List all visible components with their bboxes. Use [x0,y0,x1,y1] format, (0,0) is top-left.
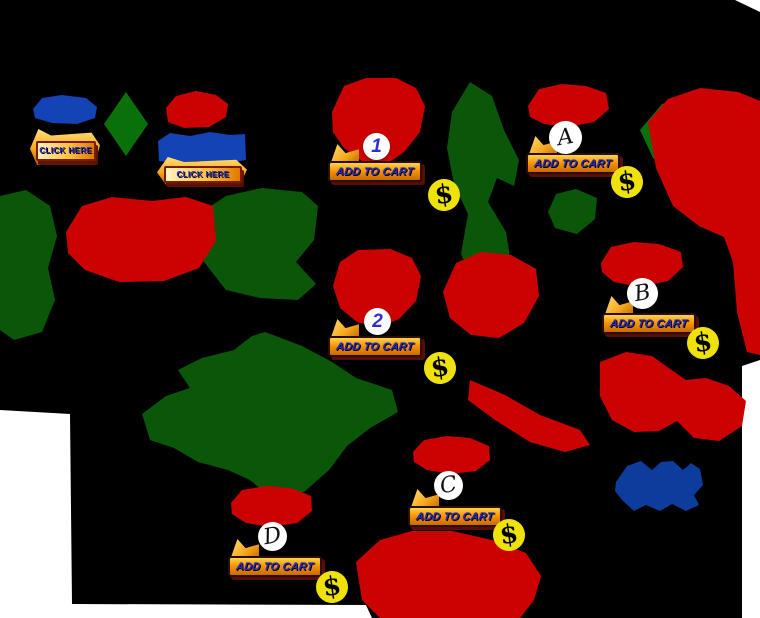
click-here-button-1[interactable]: CLICK HERE [30,129,100,165]
add-to-cart-label: ADD TO CART [609,317,689,330]
add-to-cart-label: ADD TO CART [335,165,415,178]
blue-product1-blob [33,95,97,124]
add-to-cart-label: ADD TO CART [533,157,613,170]
red-below-b-blob [600,352,746,441]
red-cluster2-blob [333,249,421,328]
green-center-left-blob [194,188,318,300]
green-small-center-blob [548,189,597,234]
add-to-cart-button-c[interactable]: ADD TO CART [408,488,506,528]
red-cluster1-blob [332,78,425,166]
click-here-label: CLICK HERE [39,146,93,156]
red-diagonal-band-blob [468,380,590,452]
green-big-lower-blob [142,332,398,497]
add-to-cart-button-d[interactable]: ADD TO CART [228,538,326,578]
add-to-cart-button-2[interactable]: ADD TO CART [328,318,426,358]
add-to-cart-label: ADD TO CART [415,510,495,523]
blue-rectangle-blob [158,132,246,163]
add-to-cart-button-1[interactable]: ADD TO CART [328,143,426,183]
red-clusterC-blob [413,436,490,474]
click-here-label: CLICK HERE [176,169,230,179]
click-here-button-2[interactable]: CLICK HERE [157,157,247,185]
red-clusterB-blob [601,242,683,287]
marker-circle-2: 2 [364,308,391,335]
red-right-edge-blob [648,88,760,355]
marker-circle-1: 1 [363,133,390,160]
red-bottom-big-blob [356,531,541,618]
green-diamond-blob [104,92,148,156]
red-product2-blob [166,91,228,128]
add-to-cart-label: ADD TO CART [335,340,415,353]
green-tall-center-blob [447,82,519,292]
red-left-big-blob [66,197,216,282]
add-to-cart-label: ADD TO CART [235,560,315,573]
red-clusterD-blob [231,486,312,527]
red-mid-right-blob [443,252,539,338]
red-clusterA-blob [528,84,609,127]
blue-price-scribble [615,461,703,511]
green-left-edge-blob [0,190,57,340]
